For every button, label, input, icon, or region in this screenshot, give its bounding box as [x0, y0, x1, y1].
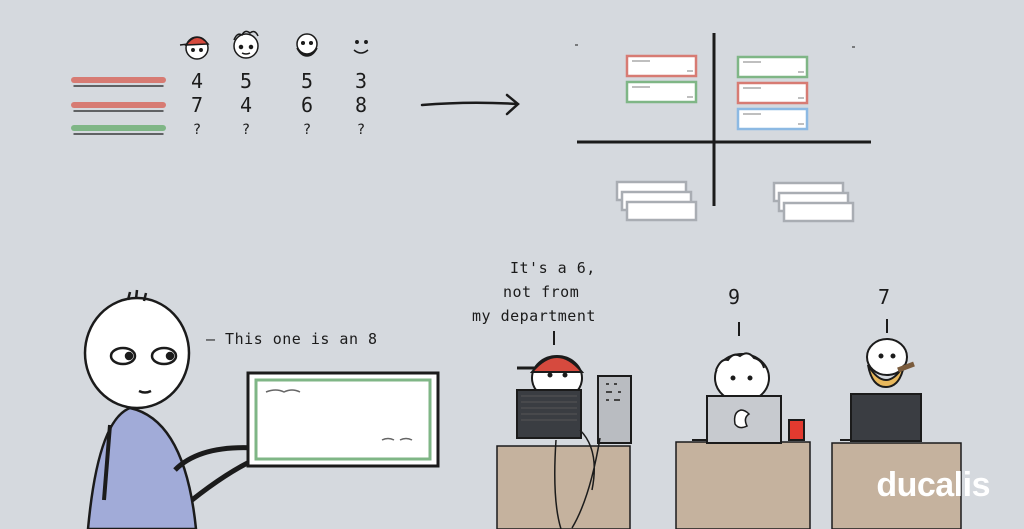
team-faces — [179, 30, 369, 60]
presenter-speech: — This one is an 8 — [206, 330, 378, 348]
score-c4-r3: ? — [357, 122, 365, 138]
desk-1 — [496, 445, 631, 529]
priority-matrix — [575, 33, 871, 223]
score-c3-r3: ? — [303, 122, 311, 138]
matrix-cards — [625, 54, 809, 131]
dev1-speech-line2: not from — [503, 283, 580, 301]
ducalis-logo: ducalis — [876, 466, 990, 504]
smiley-icon — [353, 40, 369, 54]
computer-tower — [597, 375, 632, 444]
desk-3 — [831, 442, 962, 529]
score-c4-r1: 3 — [355, 69, 367, 93]
dev2-speech-tick — [738, 322, 740, 336]
backlog-stack-left — [615, 180, 698, 222]
dev3-speech: 7 — [878, 285, 891, 309]
arrow-right-icon — [420, 93, 520, 116]
face-curly-icon — [233, 30, 259, 59]
red-mug-icon — [788, 419, 805, 441]
score-c2-r3: ? — [242, 122, 250, 138]
dev2-speech: 9 — [728, 285, 741, 309]
desks — [496, 441, 962, 529]
backlog-stack-right — [772, 181, 855, 223]
score-c4-r2: 8 — [355, 93, 367, 117]
dev1-speech-tick — [553, 331, 555, 345]
score-c1-r3: ? — [193, 122, 201, 138]
estimation-table: 4 7 ? 5 4 ? 5 6 ? 3 8 ? — [71, 30, 369, 138]
desk-2 — [675, 441, 811, 529]
developer-1 — [516, 355, 632, 529]
score-c3-r1: 5 — [301, 69, 313, 93]
dev1-speech-line3: my department — [472, 307, 596, 325]
score-grid: 4 7 ? 5 4 ? 5 6 ? 3 8 ? — [191, 69, 367, 138]
apple-logo-icon — [733, 409, 751, 429]
card-red — [736, 81, 809, 105]
dev1-speech-line1: It's a 6, — [510, 259, 596, 277]
dev3-speech-tick — [886, 319, 888, 333]
card-red — [625, 54, 698, 78]
face-cap-icon — [179, 36, 210, 60]
laptop-dark — [850, 393, 922, 442]
score-c1-r1: 4 — [191, 69, 203, 93]
face-beard-icon — [296, 33, 318, 57]
developer-2 — [692, 352, 805, 444]
score-c2-r1: 5 — [240, 69, 252, 93]
card-green — [736, 55, 809, 79]
card-blue — [736, 107, 809, 131]
score-c2-r2: 4 — [240, 93, 252, 117]
card-green — [625, 80, 698, 104]
criteria-bars — [71, 77, 166, 135]
score-c1-r2: 7 — [191, 93, 203, 117]
estimate-card — [246, 371, 440, 468]
presenter-character — [83, 289, 440, 529]
developer-3 — [840, 338, 922, 442]
score-c3-r2: 6 — [301, 93, 313, 117]
